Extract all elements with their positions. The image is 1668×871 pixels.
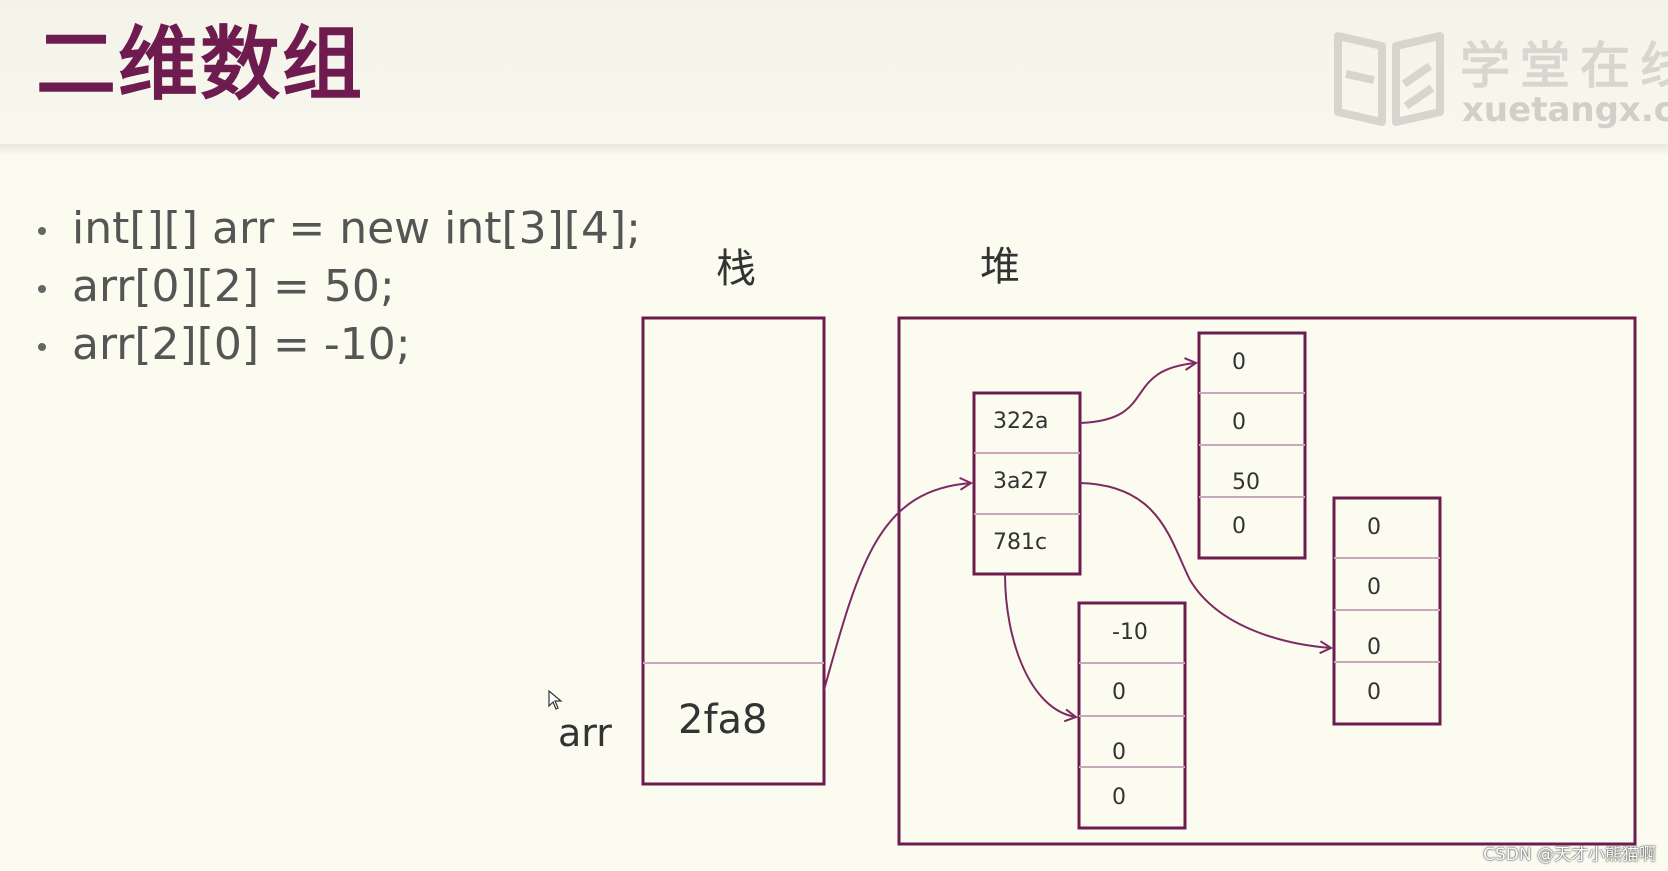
row2-cell-2: 0 [1112,740,1126,765]
arrow-outer-to-row0 [1079,363,1196,424]
bullet-icon [38,227,46,235]
header-shadow [0,144,1668,156]
heap-label: 堆 [980,244,1020,290]
xuetangx-logo: 学堂在线 xuetangx.com [1330,26,1668,138]
variable-label: arr [558,711,612,755]
outer-cell-0: 322a [993,409,1048,434]
row2-cell-3: 0 [1112,785,1126,810]
arrow-outer-to-row1 [1079,482,1331,648]
row1-cell-0: 0 [1367,515,1381,540]
code-line: arr[0][2] = 50; [38,258,641,316]
row-array-0 [1197,331,1307,560]
logo-text-en: xuetangx.com [1462,90,1668,130]
row0-cell-2: 50 [1232,470,1260,495]
outer-cell-2: 781c [993,530,1047,555]
stack-label: 栈 [716,246,756,292]
row1-cell-2: 0 [1367,635,1381,660]
arrow-stack-to-outer [823,483,971,691]
row2-cell-1: 0 [1112,680,1126,705]
logo-text-cn: 学堂在线 [1460,37,1668,95]
code-line: arr[2][0] = -10; [38,316,641,374]
code-text: arr[0][2] = 50; [72,261,395,312]
row0-cell-3: 0 [1232,514,1246,539]
mouse-cursor-icon [548,690,563,710]
outer-cell-1: 3a27 [993,469,1048,494]
row-array-2 [1077,601,1187,830]
arrow-outer-to-row2 [1004,573,1076,717]
row2-cell-0: -10 [1112,620,1148,645]
code-list: int[][] arr = new int[3][4]; arr[0][2] =… [38,200,641,374]
row1-cell-1: 0 [1367,575,1381,600]
heap-box [897,316,1637,846]
code-text: int[][] arr = new int[3][4]; [72,203,641,254]
row0-cell-0: 0 [1232,350,1246,375]
bullet-icon [38,343,46,351]
code-text: arr[2][0] = -10; [72,319,411,370]
stack-value: 2fa8 [678,697,768,743]
slide-title: 二维数组 [36,18,364,111]
book-logo-icon [1334,32,1444,126]
bullet-icon [38,285,46,293]
stack-box [641,316,826,786]
row-array-1 [1332,496,1442,726]
row1-cell-3: 0 [1367,680,1381,705]
row0-cell-1: 0 [1232,410,1246,435]
header-band [0,0,1668,150]
watermark: CSDN @天才小熊猫啊 [1483,845,1656,865]
code-line: int[][] arr = new int[3][4]; [38,200,641,258]
